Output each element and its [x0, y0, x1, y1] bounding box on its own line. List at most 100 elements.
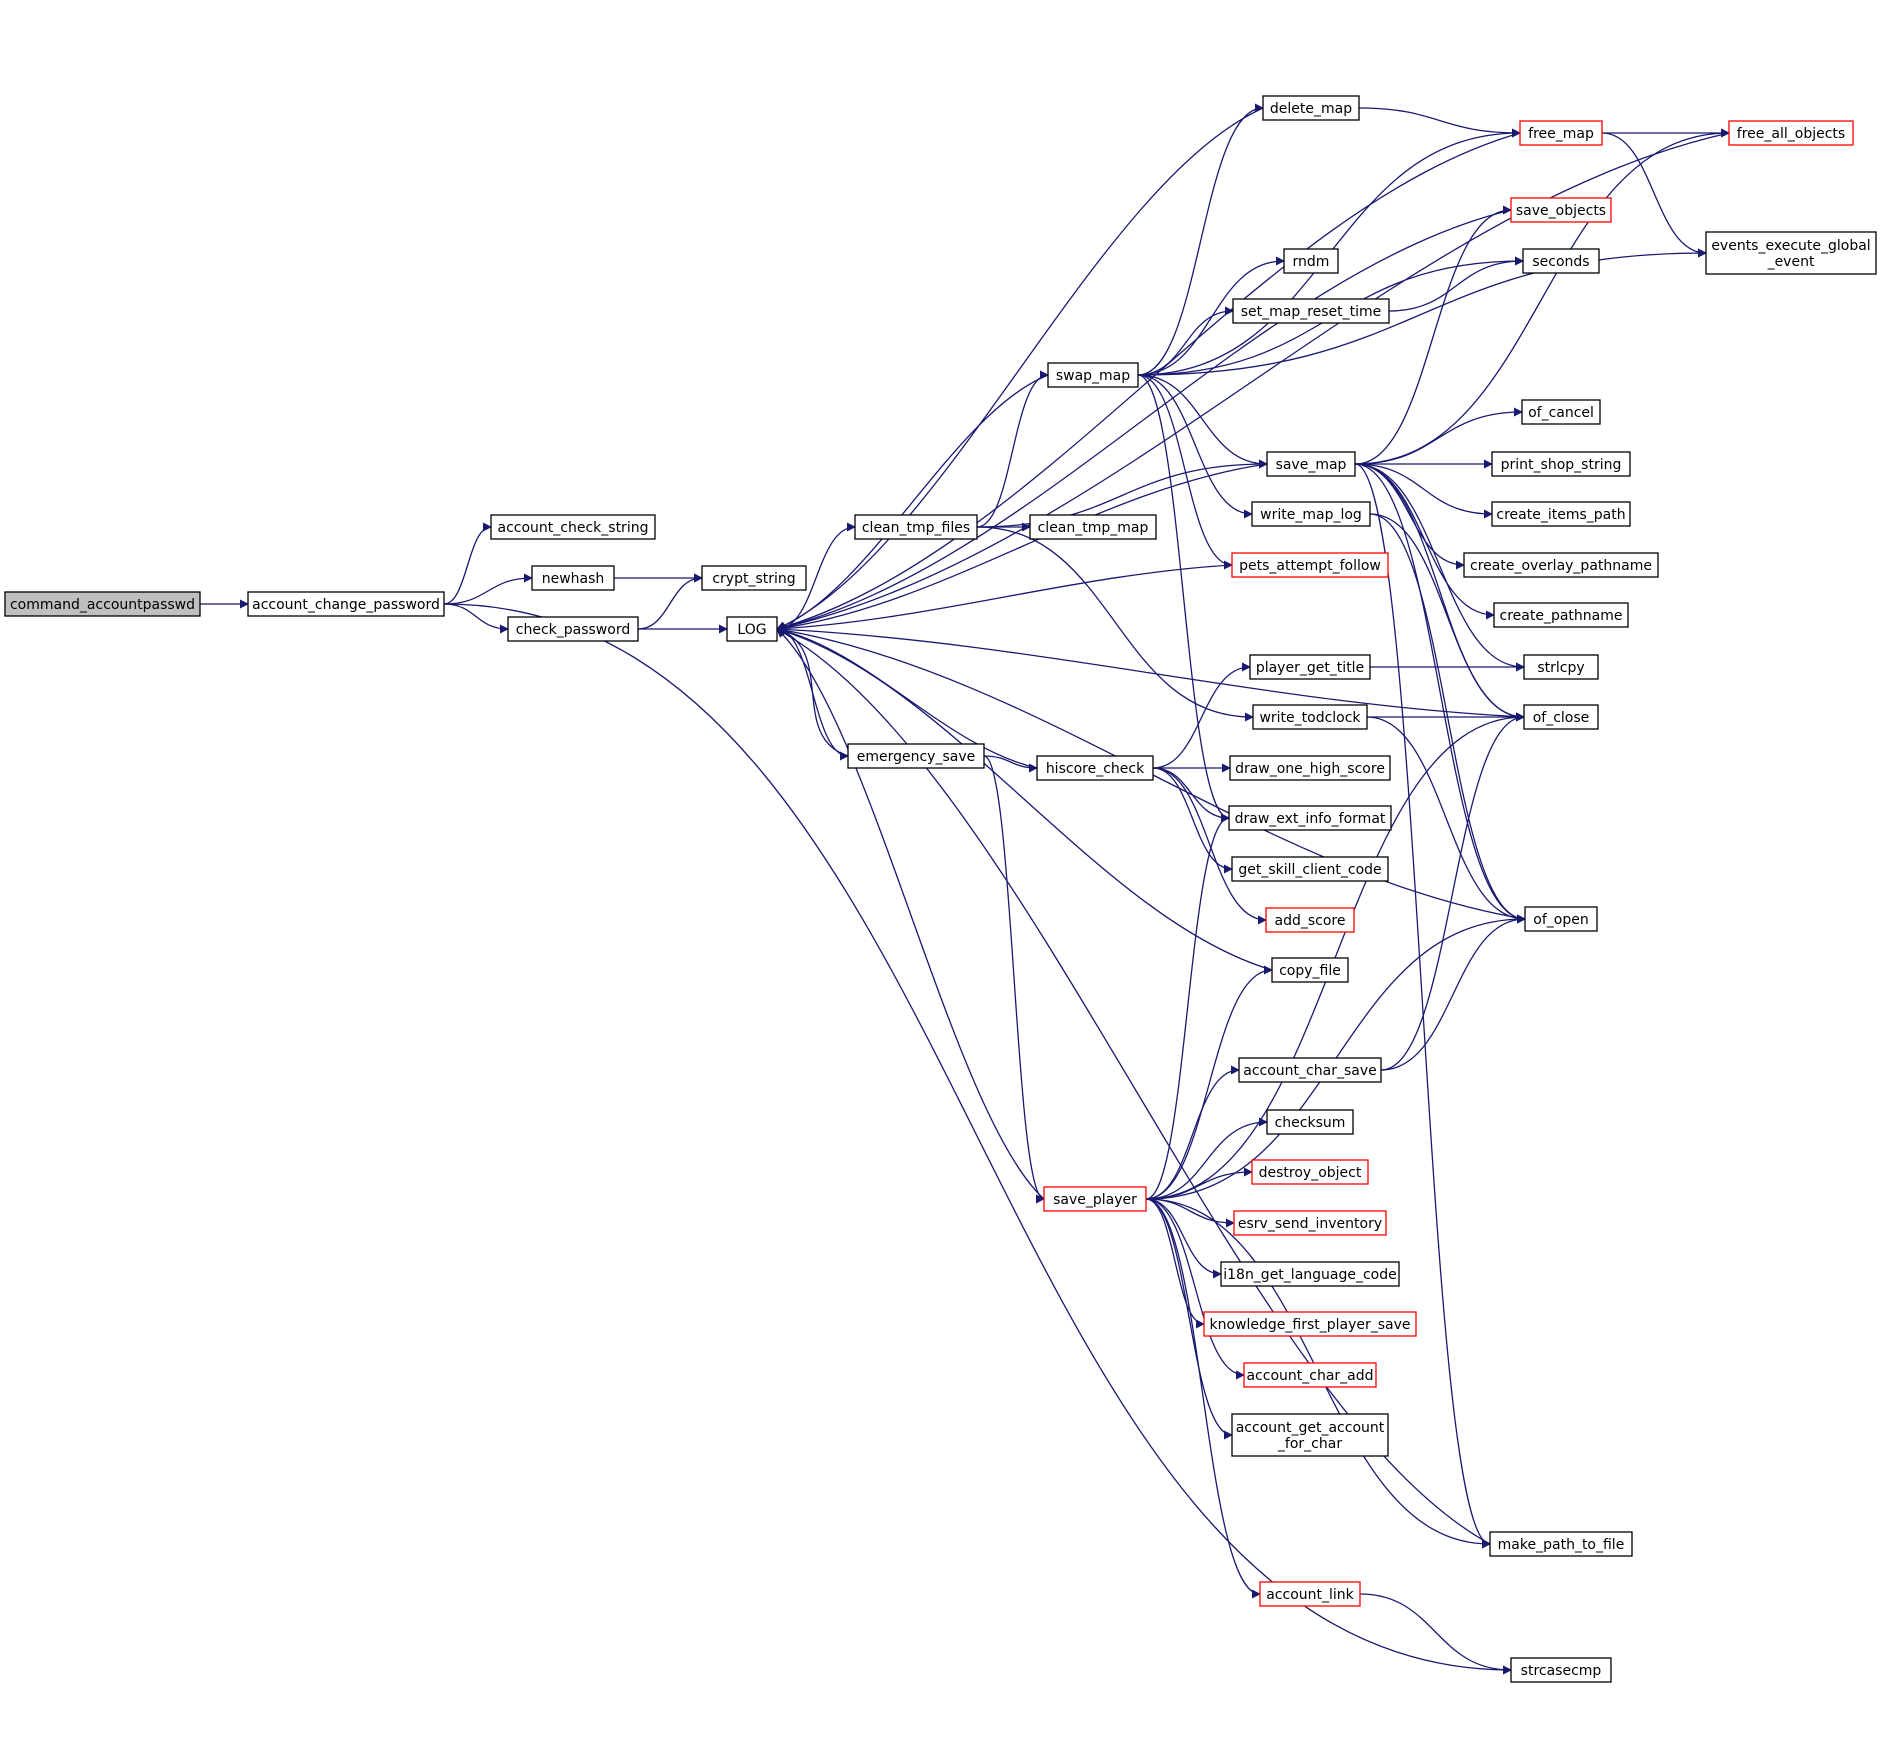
- node-box: [1510, 1657, 1612, 1683]
- node-box: [854, 514, 978, 540]
- node-box: [1266, 451, 1356, 477]
- node-strlcpy[interactable]: strlcpy: [1523, 654, 1599, 680]
- edge-account_change_password-to-newhash: [443, 573, 533, 605]
- node-create_items_path[interactable]: create_items_path: [1491, 501, 1631, 527]
- node-hiscore_check[interactable]: hiscore_check: [1036, 755, 1154, 781]
- node-box: [1229, 755, 1391, 781]
- node-box: [1524, 906, 1598, 932]
- node-label: of_cancel: [1528, 405, 1594, 421]
- node-label: LOG: [737, 622, 766, 638]
- node-copy_file[interactable]: copy_file: [1271, 957, 1349, 983]
- node-get_skill_client_code[interactable]: get_skill_client_code: [1231, 856, 1389, 882]
- node-label: player_get_title: [1256, 660, 1364, 676]
- node-account_char_save[interactable]: account_char_save: [1238, 1057, 1382, 1083]
- node-save_player[interactable]: save_player: [1043, 1186, 1147, 1212]
- node-box: [531, 565, 615, 591]
- node-label: write_map_log: [1260, 507, 1362, 523]
- node-box: [1705, 231, 1877, 275]
- node-of_cancel[interactable]: of_cancel: [1521, 399, 1601, 425]
- node-account_change_password[interactable]: account_change_password: [247, 591, 445, 617]
- node-save_map[interactable]: save_map: [1266, 451, 1356, 477]
- node-box: [1491, 501, 1631, 527]
- node-set_map_reset_time[interactable]: set_map_reset_time: [1232, 298, 1390, 324]
- node-box: [1259, 1581, 1361, 1607]
- edge-free_map-to-LOG: [776, 132, 1521, 632]
- node-clean_tmp_files[interactable]: clean_tmp_files: [854, 514, 978, 540]
- edge-save_map-to-create_items_path: [1354, 463, 1493, 519]
- edge-write_todclock-to-of_open: [1366, 716, 1526, 924]
- edge-save_map-to-LOG: [776, 463, 1268, 633]
- node-free_all_objects[interactable]: free_all_objects: [1728, 120, 1854, 146]
- node-crypt_string[interactable]: crypt_string: [701, 565, 807, 591]
- node-write_todclock[interactable]: write_todclock: [1252, 704, 1368, 730]
- node-destroy_object[interactable]: destroy_object: [1251, 1159, 1369, 1185]
- node-rndm[interactable]: rndm: [1283, 248, 1339, 274]
- node-command_accountpasswd[interactable]: command_accountpasswd: [4, 591, 201, 617]
- node-print_shop_string[interactable]: print_shop_string: [1491, 451, 1631, 477]
- node-make_path_to_file[interactable]: make_path_to_file: [1489, 1531, 1633, 1557]
- node-label: save_map: [1276, 457, 1347, 473]
- edge-swap_map-to-delete_map: [1137, 103, 1264, 376]
- node-of_close[interactable]: of_close: [1523, 704, 1599, 730]
- edge-save_player-to-i18n_get_language_code: [1145, 1198, 1222, 1279]
- edge-save_objects-to-LOG: [776, 209, 1512, 632]
- node-check_password[interactable]: check_password: [507, 616, 639, 642]
- node-account_check_string[interactable]: account_check_string: [490, 514, 656, 540]
- node-label: copy_file: [1279, 963, 1341, 979]
- node-knowledge_first_player_save[interactable]: knowledge_first_player_save: [1203, 1311, 1417, 1337]
- node-free_map[interactable]: free_map: [1519, 120, 1603, 146]
- node-account_char_add[interactable]: account_char_add: [1243, 1362, 1377, 1388]
- node-box: [1233, 1210, 1387, 1236]
- node-strcasecmp[interactable]: strcasecmp: [1510, 1657, 1612, 1683]
- node-label: rndm: [1293, 254, 1330, 270]
- node-create_overlay_pathname[interactable]: create_overlay_pathname: [1463, 552, 1659, 578]
- node-box: [1252, 704, 1368, 730]
- node-LOG[interactable]: LOG: [726, 616, 778, 642]
- node-of_open[interactable]: of_open: [1524, 906, 1598, 932]
- edge-free_all_objects-to-LOG: [776, 132, 1730, 632]
- node-draw_one_high_score[interactable]: draw_one_high_score: [1229, 755, 1391, 781]
- node-draw_ext_info_format[interactable]: draw_ext_info_format: [1228, 805, 1392, 831]
- node-account_get_account_for_char[interactable]: account_get_account_for_char: [1231, 1413, 1389, 1457]
- node-add_score[interactable]: add_score: [1265, 907, 1355, 933]
- node-player_get_title[interactable]: player_get_title: [1249, 654, 1371, 680]
- edge-clean_tmp_files-to-save_map: [976, 459, 1268, 528]
- node-label: destroy_object: [1259, 1165, 1362, 1181]
- node-seconds[interactable]: seconds: [1522, 248, 1600, 274]
- edge-save_player-to-knowledge_first_player_save: [1145, 1198, 1205, 1329]
- edge-emergency_save-to-save_player: [983, 755, 1045, 1204]
- node-box: [1521, 399, 1601, 425]
- node-label: of_open: [1533, 912, 1588, 928]
- node-emergency_save[interactable]: emergency_save: [847, 743, 985, 769]
- node-box: [1029, 514, 1157, 540]
- node-box: [490, 514, 656, 540]
- node-save_objects[interactable]: save_objects: [1510, 197, 1612, 223]
- node-esrv_send_inventory[interactable]: esrv_send_inventory: [1233, 1210, 1387, 1236]
- node-label: esrv_send_inventory: [1238, 1216, 1382, 1232]
- node-box: [1203, 1311, 1417, 1337]
- node-label: account_get_account: [1236, 1420, 1385, 1436]
- node-events_execute_global_event[interactable]: events_execute_global_event: [1705, 231, 1877, 275]
- node-box: [1523, 654, 1599, 680]
- node-write_map_log[interactable]: write_map_log: [1251, 501, 1371, 527]
- node-label: write_todclock: [1259, 710, 1361, 726]
- edge-emergency_save-to-LOG: [776, 627, 849, 757]
- edge-swap_map-to-LOG: [776, 374, 1049, 631]
- edges-layer: [200, 103, 1730, 1675]
- node-label: emergency_save: [857, 749, 976, 765]
- node-account_link[interactable]: account_link: [1259, 1581, 1361, 1607]
- node-pets_attempt_follow[interactable]: pets_attempt_follow: [1231, 552, 1389, 578]
- node-box: [4, 591, 201, 617]
- node-clean_tmp_map[interactable]: clean_tmp_map: [1029, 514, 1157, 540]
- node-box: [1249, 654, 1371, 680]
- node-newhash[interactable]: newhash: [531, 565, 615, 591]
- edge-save_map-to-strlcpy: [1354, 463, 1525, 672]
- node-label: draw_ext_info_format: [1235, 811, 1386, 827]
- node-delete_map[interactable]: delete_map: [1262, 95, 1360, 121]
- edge-save_player-to-account_get_account_for_char: [1145, 1198, 1233, 1440]
- edge-account_char_save-to-of_open: [1380, 914, 1526, 1071]
- node-create_pathname[interactable]: create_pathname: [1493, 602, 1629, 628]
- node-swap_map[interactable]: swap_map: [1047, 362, 1139, 388]
- node-checksum[interactable]: checksum: [1266, 1109, 1354, 1135]
- node-i18n_get_language_code[interactable]: i18n_get_language_code: [1220, 1261, 1400, 1287]
